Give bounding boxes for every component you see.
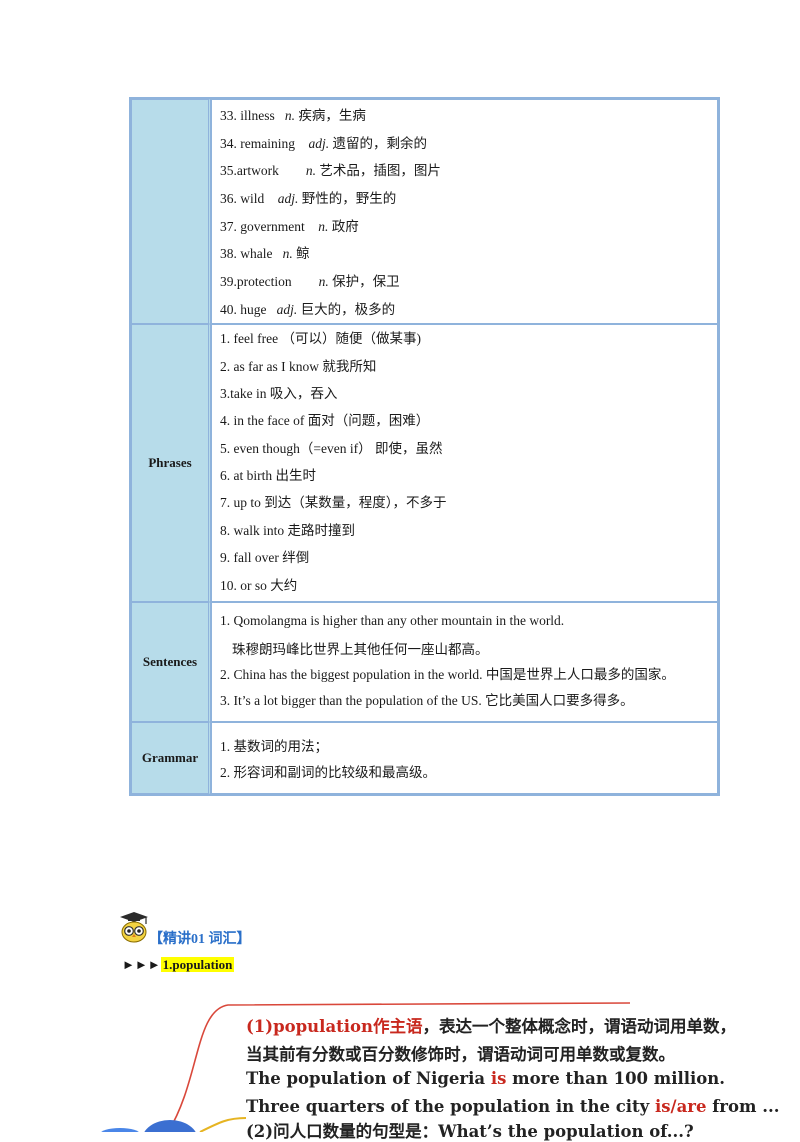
word-item: 39.protection n. 保护，保卫 [220, 274, 400, 289]
word-item: 36. wild adj. 野性的，野生的 [220, 191, 397, 206]
grammar-label: Grammar [131, 722, 211, 794]
phrase-item: 8. walk into 走路时撞到 [220, 523, 355, 538]
words-label-cell [131, 99, 211, 324]
mindmap-line-2: 当其前有分数或百分数修饰时，谓语动词可用单数或复数。 [246, 1045, 675, 1064]
phrase-item: 5. even though（=even if） 即使，虽然 [220, 441, 443, 456]
sentences-content: 1. Qomolangma is higher than any other m… [211, 602, 718, 722]
grammar-item: 2. 形容词和副词的比较级和最高级。 [220, 765, 436, 780]
phrase-item: 6. at birth 出生时 [220, 468, 316, 483]
vocabulary-table: 33. illness n. 疾病，生病 34. remaining adj. … [129, 97, 720, 796]
word-item: 33. illness n. 疾病，生病 [220, 108, 366, 123]
phrases-content: 1. feel free （可以）随便（做某事) 2. as far as I … [211, 324, 718, 602]
mindmap-line-5: (2)问人口数量的句型是：What’s the population of...… [246, 1122, 694, 1141]
section-title: 【精讲01 词汇】 [149, 932, 251, 947]
sentence-item: 2. China has the biggest population in t… [220, 667, 675, 682]
mindmap-line-3: The population of Nigeria is more than 1… [246, 1069, 726, 1088]
phrase-item: 9. fall over 绊倒 [220, 550, 310, 565]
sentences-label: Sentences [131, 602, 211, 722]
mindmap-line-4: Three quarters of the population in the … [246, 1097, 780, 1116]
phrase-item: 2. as far as I know 就我所知 [220, 359, 377, 374]
word-item: 35.artwork n. 艺术品，插图，图片 [220, 163, 441, 178]
phrases-row: Phrases 1. feel free （可以）随便（做某事) 2. as f… [131, 324, 718, 602]
word-item: 34. remaining adj. 遗留的，剩余的 [220, 136, 427, 151]
mindmap-node [144, 1120, 196, 1132]
phrase-item: 1. feel free （可以）随便（做某事) [220, 331, 421, 346]
word-item: 40. huge adj. 巨大的，极多的 [220, 302, 396, 317]
phrase-item: 7. up to 到达（某数量，程度），不多于 [220, 495, 447, 510]
topic-word: 1.population [160, 957, 235, 972]
sentences-row: Sentences 1. Qomolangma is higher than a… [131, 602, 718, 722]
word-item: 38. whale n. 鲸 [220, 246, 310, 261]
grammar-item: 1. 基数词的用法； [220, 739, 328, 754]
grammar-row: Grammar 1. 基数词的用法； 2. 形容词和副词的比较级和最高级。 [131, 722, 718, 794]
topic-heading: ►►►1.population [122, 957, 235, 973]
sentence-item: 3. It’s a lot bigger than the population… [220, 693, 634, 708]
sentence-translation: 珠穆朗玛峰比世界上其他任何一座山都高。 [232, 642, 489, 657]
grammar-content: 1. 基数词的用法； 2. 形容词和副词的比较级和最高级。 [211, 722, 718, 794]
phrase-item: 3.take in 吸入，吞入 [220, 386, 338, 401]
phrase-item: 10. or so 大约 [220, 578, 298, 593]
arrow-bullets: ►►► [122, 957, 161, 972]
owl-scholar-icon [120, 912, 148, 943]
phrase-item: 4. in the face of 面对（问题，困难） [220, 413, 430, 428]
word-item: 37. government n. 政府 [220, 219, 359, 234]
words-row: 33. illness n. 疾病，生病 34. remaining adj. … [131, 99, 718, 324]
sentence-item: 1. Qomolangma is higher than any other m… [220, 613, 565, 628]
words-content: 33. illness n. 疾病，生病 34. remaining adj. … [211, 99, 718, 324]
phrases-label: Phrases [131, 324, 211, 602]
mindmap-line-1: (1)population作主语，表达一个整体概念时，谓语动词用单数， [246, 1017, 737, 1036]
